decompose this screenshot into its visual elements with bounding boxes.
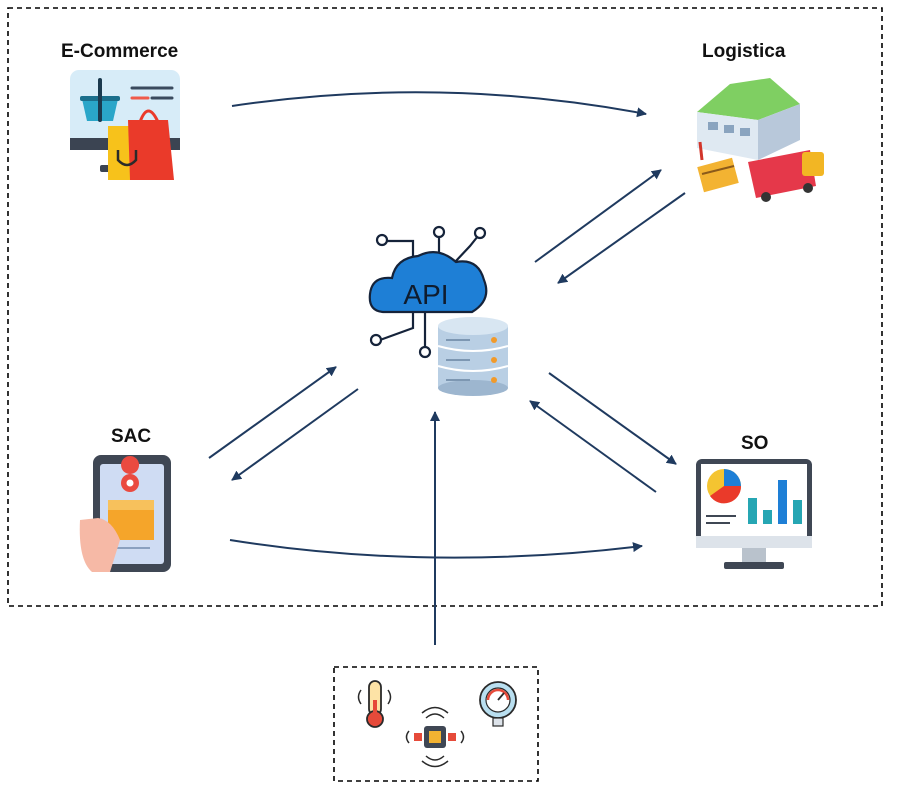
system-boundary — [7, 7, 883, 607]
api-label: API — [403, 279, 448, 310]
sensor-boundary — [333, 666, 539, 782]
arrow-so-to-api — [529, 400, 657, 493]
arrow-sac-to-so — [229, 539, 643, 559]
phone-delivery-icon — [79, 455, 171, 572]
database-icon — [437, 317, 509, 396]
arrow-api-to-logistica — [534, 169, 662, 263]
arrow-logistica-to-api — [557, 192, 686, 284]
cloud-api-database-icon: API — [368, 225, 509, 396]
warehouse-truck-icon — [697, 78, 824, 202]
shopping-monitor-icon — [70, 70, 180, 180]
arrow-sac-to-api — [208, 366, 337, 459]
node-label-sac: SAC — [111, 426, 152, 447]
arrow-api-to-so — [548, 372, 677, 465]
analytics-monitor-icon — [696, 459, 812, 569]
thermometer-icon — [357, 680, 392, 728]
node-label-ecommerce: E-Commerce — [61, 41, 179, 62]
arrow-ecommerce-to-logistica — [231, 91, 647, 118]
pressure-gauge-icon — [479, 681, 517, 727]
node-label-logistica: Logistica — [702, 41, 786, 62]
iot-chip-icon — [405, 706, 465, 768]
node-label-so: SO — [741, 433, 769, 454]
arrow-api-to-sac — [231, 388, 359, 481]
